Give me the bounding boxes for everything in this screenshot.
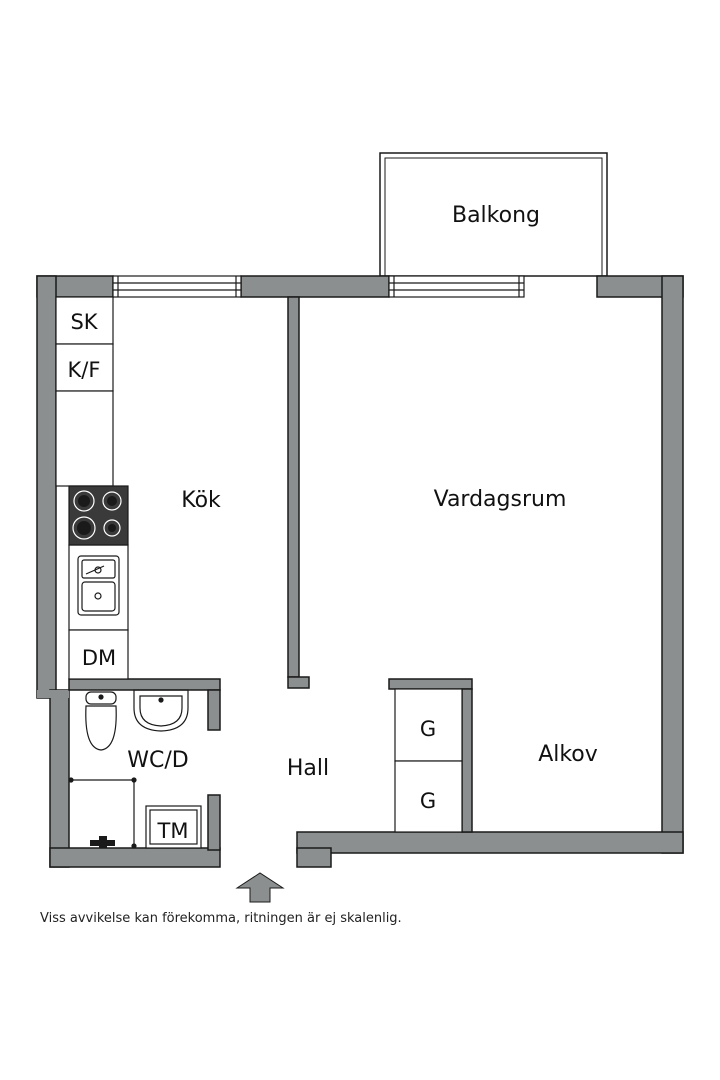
fixture-label-washing-machine: TM: [157, 819, 189, 843]
kitchen-counter: [55, 296, 129, 680]
kitchen-window: [112, 275, 242, 298]
walls: [36, 275, 684, 868]
entrance-arrow-icon: [235, 872, 285, 903]
room-label-kitchen: Kök: [181, 488, 221, 513]
disclaimer-text: Viss avvikelse kan förekomma, ritningen …: [40, 911, 402, 926]
room-label-balcony: Balkong: [452, 203, 540, 228]
fixture-label-fridge-freezer: K/F: [68, 358, 101, 382]
room-label-alcove: Alkov: [538, 742, 598, 767]
stove-icon: [68, 485, 129, 546]
shower-area: [68, 777, 137, 849]
wardrobes: [394, 688, 463, 833]
room-label-hall: Hall: [287, 756, 329, 781]
room-label-living-room: Vardagsrum: [434, 487, 567, 512]
faucet-icon: [90, 836, 115, 848]
washbasin-icon: [133, 689, 189, 732]
washing-machine: [145, 805, 202, 849]
sink-icon: [77, 555, 120, 616]
room-label-bathroom: WC/D: [127, 748, 188, 773]
living-room-window: [388, 275, 525, 298]
toilet-icon: [85, 691, 117, 751]
fixture-label-wardrobe-2: G: [420, 789, 436, 813]
fixture-label-broom-closet: SK: [70, 310, 98, 334]
fixture-label-dishwasher: DM: [82, 646, 116, 670]
fixture-label-wardrobe-1: G: [420, 717, 436, 741]
